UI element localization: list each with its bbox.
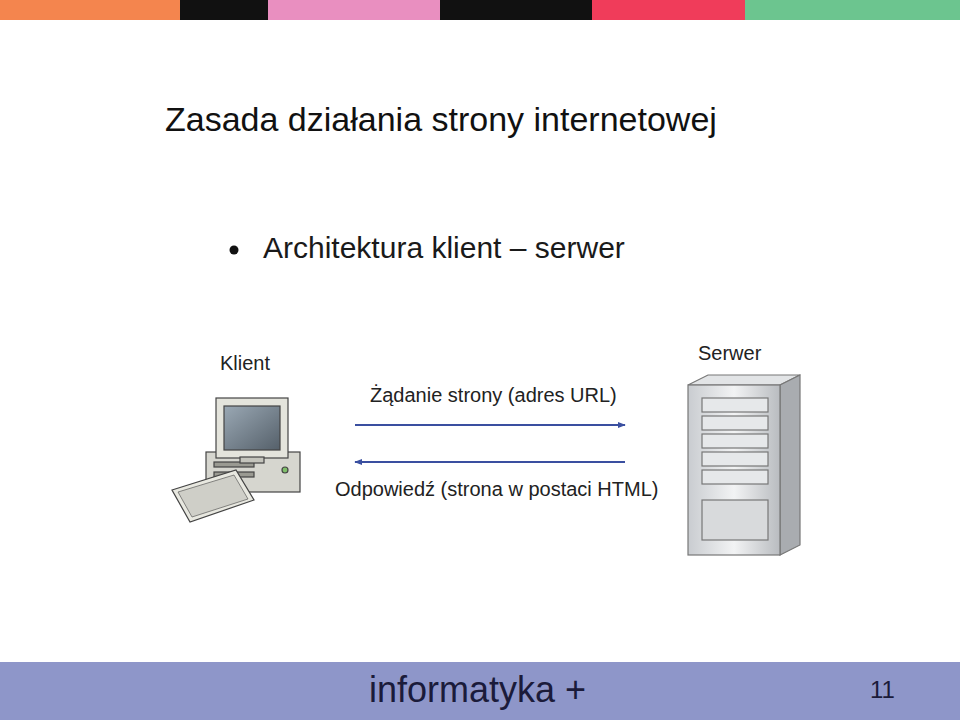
footer-bar bbox=[0, 662, 960, 720]
slide-title: Zasada działania strony internetowej bbox=[165, 100, 717, 139]
server-icon bbox=[688, 375, 800, 555]
client-node: Klient bbox=[165, 340, 355, 530]
arrow-connector bbox=[355, 424, 625, 426]
node-heading: Serwer bbox=[698, 342, 761, 365]
color-bar bbox=[0, 0, 960, 20]
footer-text: informatyka + bbox=[369, 669, 586, 711]
edge-label: Żądanie strony (adres URL) bbox=[366, 384, 621, 407]
server-node: Serwer bbox=[625, 335, 810, 560]
arrow-connector bbox=[355, 461, 625, 463]
node-heading: Klient bbox=[220, 352, 270, 375]
bullet-dot bbox=[230, 246, 239, 255]
page-number: 11 bbox=[870, 676, 895, 704]
edge-label: Odpowiedź (strona w postaci HTML) bbox=[331, 478, 662, 501]
bullet-text: Architektura klient – serwer bbox=[263, 231, 625, 265]
computer-icon bbox=[172, 398, 300, 522]
